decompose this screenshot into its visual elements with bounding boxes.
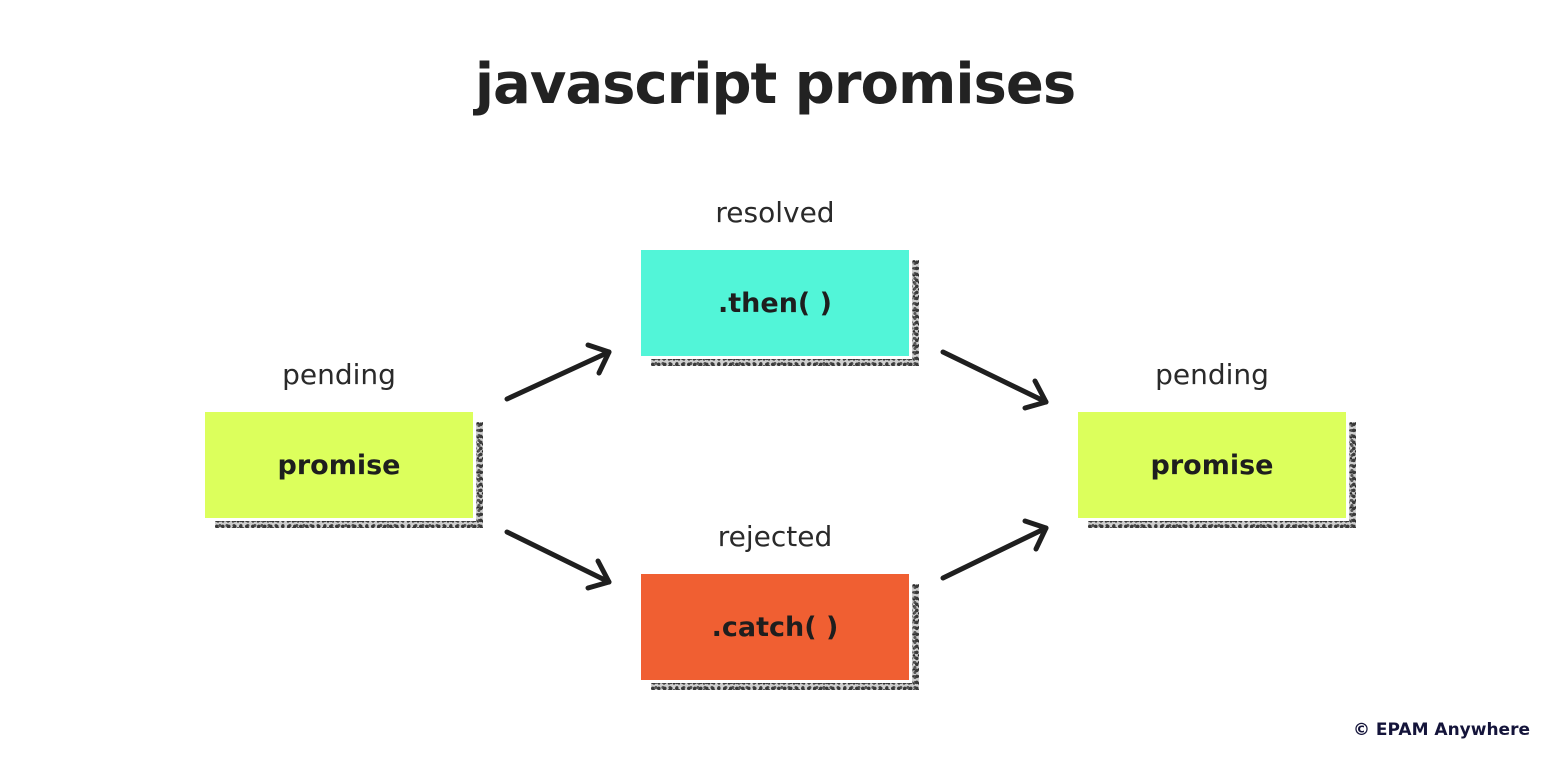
then-node: .then( ): [641, 250, 919, 366]
copyright-text: © EPAM Anywhere: [1352, 720, 1530, 740]
arrow-start-to-then: [504, 342, 612, 402]
rejected-state-label: rejected: [717, 520, 833, 553]
start-node-label: promise: [277, 449, 401, 481]
end-promise-node: promise: [1078, 412, 1356, 528]
start-state-label: pending: [282, 358, 396, 391]
arrow-then-to-end: [940, 349, 1049, 411]
then-node-label: .then( ): [718, 287, 832, 319]
then-node-face: .then( ): [641, 250, 912, 359]
catch-node-face: .catch( ): [641, 574, 912, 683]
catch-node: .catch( ): [641, 574, 919, 690]
arrow-start-to-catch: [504, 529, 612, 591]
resolved-state-label: resolved: [715, 196, 835, 229]
arrow-catch-to-end: [940, 518, 1049, 581]
end-state-label: pending: [1155, 358, 1269, 391]
end-node-face: promise: [1078, 412, 1349, 521]
end-node-label: promise: [1150, 449, 1274, 481]
diagram-title: javascript promises: [474, 52, 1076, 117]
catch-node-label: .catch( ): [711, 611, 839, 643]
start-node-face: promise: [205, 412, 476, 521]
start-promise-node: promise: [205, 412, 483, 528]
